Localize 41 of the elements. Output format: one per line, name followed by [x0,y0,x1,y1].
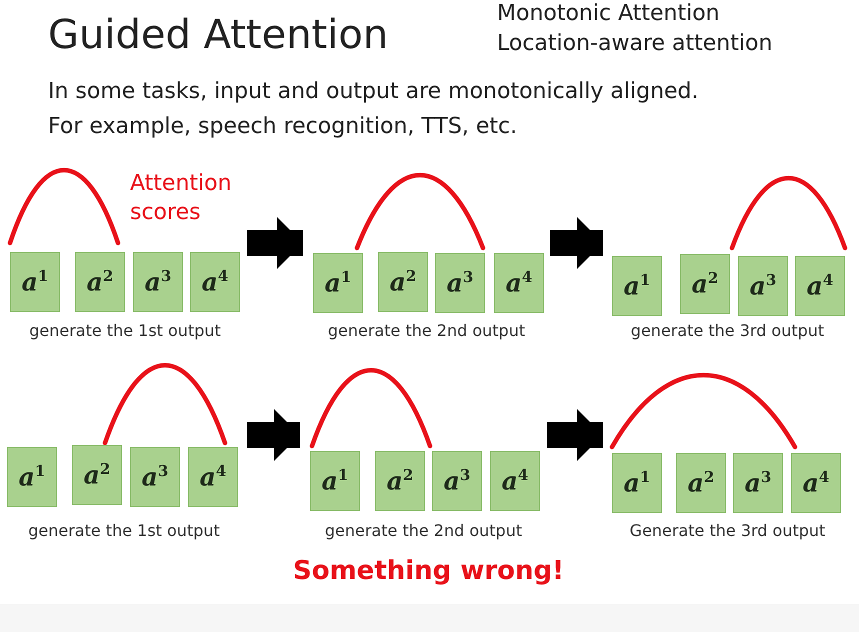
vector-box: a$^{4}$ [791,453,841,513]
vector-box: a$^{3}$ [435,253,485,313]
step-caption: Generate the 3rd output [628,521,826,540]
vector-box: a$^{2}$ [375,451,425,511]
arrow [247,217,306,269]
annotation-text: Attention scores [130,170,233,227]
vector-box: a$^{3}$ [133,252,183,312]
step-caption: generate the 2nd output [326,321,526,340]
vector-box: a$^{1}$ [10,252,60,312]
arrow [550,217,606,269]
vector-box: a$^{3}$ [432,451,482,511]
vector-box: a$^{3}$ [738,256,788,316]
vector-box: a$^{2}$ [680,254,730,314]
vector-box: a$^{2}$ [75,252,125,312]
vector-box: a$^{1}$ [313,253,363,313]
vector-box: a$^{4}$ [190,252,240,312]
body-text: For example, speech recognition, TTS, etc. [48,113,518,140]
vector-box: a$^{4}$ [494,253,544,313]
step-caption: generate the 1st output [28,321,222,340]
vector-box: a$^{1}$ [612,453,662,513]
vector-box: a$^{2}$ [378,252,428,312]
arrow [247,409,303,461]
topic-label: Monotonic Attention [497,0,720,28]
vector-box: a$^{4}$ [490,451,540,511]
vector-box: a$^{4}$ [188,447,238,507]
vector-box: a$^{1}$ [612,256,662,316]
vector-box: a$^{1}$ [7,447,57,507]
warning-text: Something wrong! [293,555,564,588]
title: Guided Attention [48,12,388,58]
step-caption: generate the 2nd output [324,521,524,540]
vector-box: a$^{4}$ [795,256,845,316]
step-caption: generate the 3rd output [630,321,826,340]
arrow [547,409,606,461]
body-text: In some tasks, input and output are monotonically aligned. [48,78,699,106]
step-caption: generate the 1st output [27,521,221,540]
topic-label: Location-aware attention [497,30,772,58]
vector-box: a$^{2}$ [676,453,726,513]
vector-box: a$^{1}$ [310,451,360,511]
vector-box: a$^{2}$ [72,445,122,505]
vector-box: a$^{3}$ [733,453,783,513]
vector-box: a$^{3}$ [130,447,180,507]
